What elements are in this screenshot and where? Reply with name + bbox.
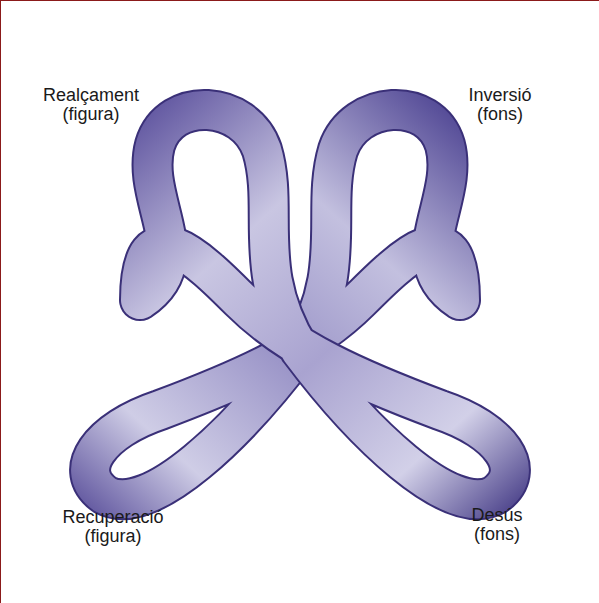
frame-line <box>0 0 599 1</box>
corner-label: Recuperació (figura) <box>62 508 163 546</box>
frame-line <box>0 0 1 603</box>
ribbon-band <box>140 110 510 499</box>
corner-label: Inversió (fons) <box>468 86 531 124</box>
corner-label: Desús (fons) <box>471 506 522 544</box>
ribbon-edge <box>140 110 510 499</box>
corner-label: Realçament (figura) <box>43 86 139 124</box>
